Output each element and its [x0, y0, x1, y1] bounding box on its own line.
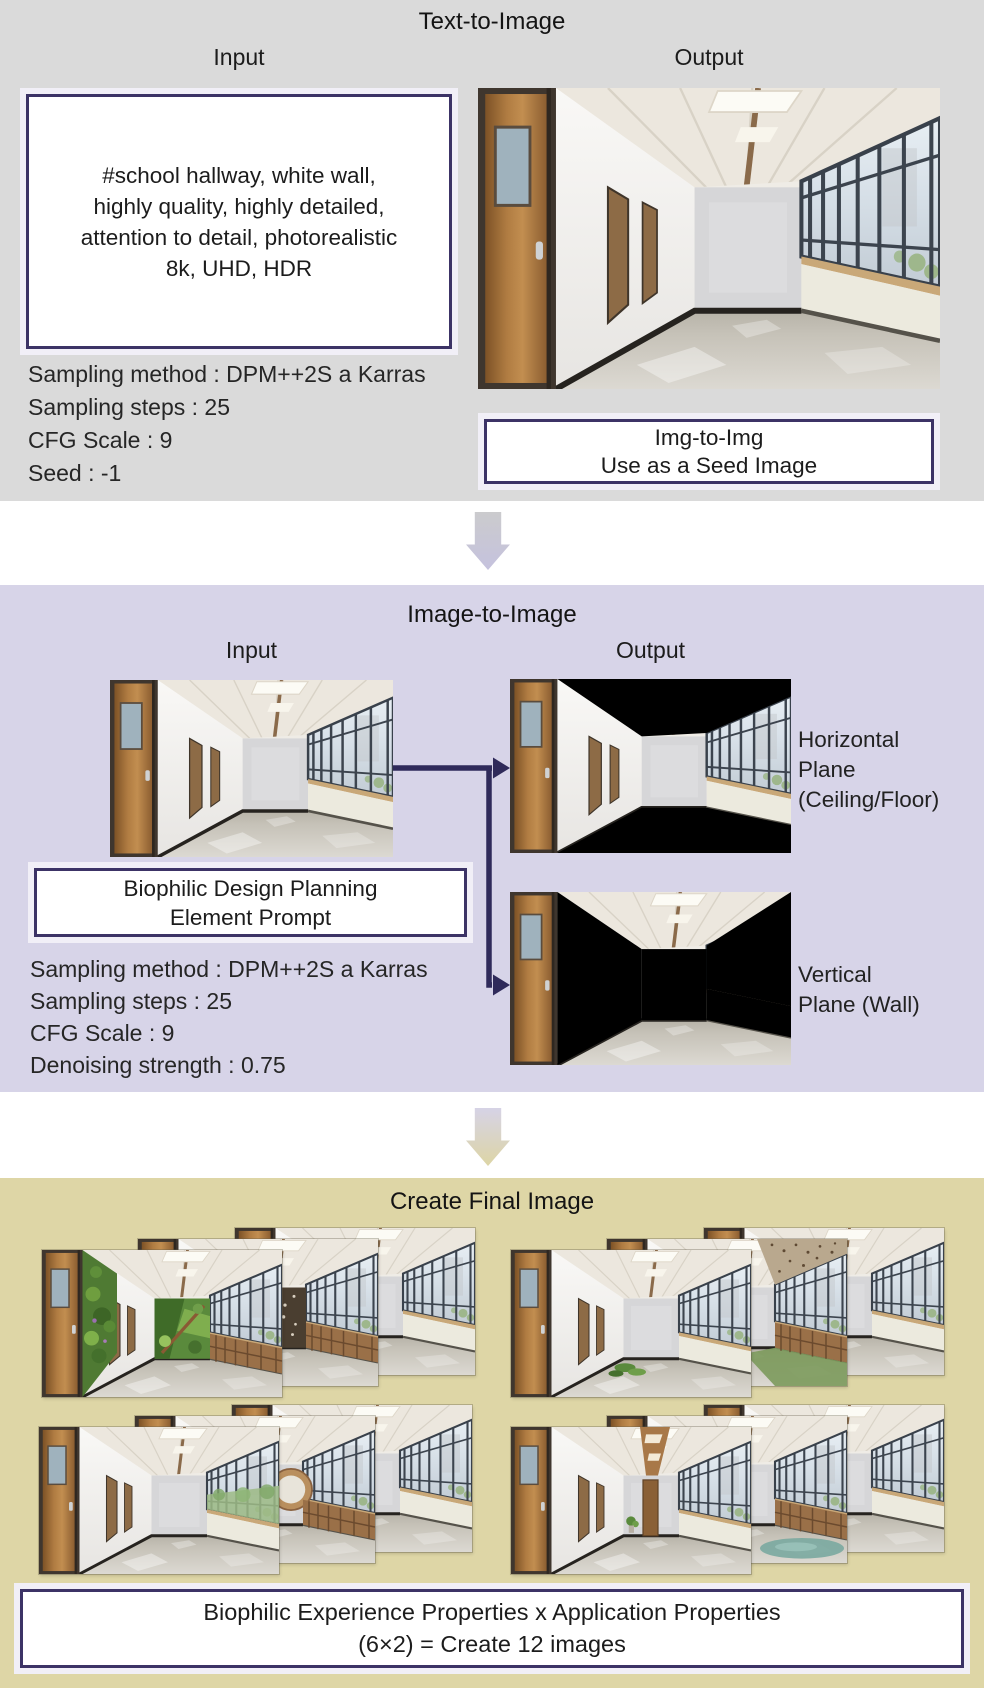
panel3-title: Create Final Image: [389, 1188, 595, 1215]
seed-box-line: Img-to-Img: [654, 424, 764, 450]
final-image: [511, 1250, 751, 1397]
img2img-output-vertical-image: [510, 892, 791, 1065]
prompt-line: highly quality, highly detailed,: [93, 193, 385, 219]
prompt-line: attention to detail, photorealistic: [80, 224, 398, 250]
img2img-input-image: [110, 680, 393, 857]
horizontal-plane-label: Horizontal Plane (Ceiling/Floor): [798, 727, 940, 812]
img2img-output-horizontal-image: [510, 679, 791, 853]
prompt-box: #school hallway, white wall, highly qual…: [20, 88, 458, 355]
bio-box-line: Element Prompt: [169, 904, 332, 930]
param-line: CFG Scale : 9: [30, 1020, 175, 1046]
param-line: Denoising strength : 0.75: [30, 1052, 286, 1078]
final-caption-box: Biophilic Experience Properties x Applic…: [14, 1583, 970, 1674]
panel1-title: Text-to-Image: [418, 8, 566, 35]
seed-box-line: Use as a Seed Image: [600, 452, 818, 478]
panel2-title: Image-to-Image: [407, 601, 577, 628]
param-line: Sampling method : DPM++2S a Karras: [30, 956, 428, 982]
prompt-line: #school hallway, white wall,: [102, 162, 376, 188]
final-image: [42, 1250, 282, 1397]
panel-text-to-image: Text-to-Image Input Output #school hallw…: [0, 0, 984, 501]
param-line: Sampling steps : 25: [28, 394, 231, 420]
prompt-line: 8k, UHD, HDR: [165, 255, 313, 281]
panel1-input-label: Input: [213, 44, 265, 70]
panel-image-to-image: Image-to-Image Input Output Horizontal P…: [0, 585, 984, 1092]
panel2-sampling-params: Sampling method : DPM++2S a Karras Sampl…: [30, 953, 428, 1081]
param-line: Sampling steps : 25: [30, 988, 233, 1014]
final-image: [39, 1427, 279, 1574]
caption-line: (6×2) = Create 12 images: [358, 1630, 626, 1657]
param-line: Sampling method : DPM++2S a Karras: [28, 361, 426, 387]
final-image: [511, 1427, 751, 1574]
text2img-output-image: [478, 88, 940, 389]
final-image-group-4: [511, 1405, 945, 1575]
param-line: Seed : -1: [28, 460, 122, 486]
panel1-sampling-params: Sampling method : DPM++2S a Karras Sampl…: [28, 358, 426, 490]
biophilic-prompt-box: Biophilic Design Planning Element Prompt: [28, 862, 473, 943]
panel1-output-label: Output: [674, 44, 744, 70]
panel-create-final-image: Create Final Image: [0, 1178, 984, 1688]
img2img-seed-box: Img-to-Img Use as a Seed Image: [478, 413, 940, 490]
bio-box-line: Biophilic Design Planning: [123, 875, 378, 901]
vertical-plane-label: Vertical Plane (Wall): [798, 962, 920, 1017]
final-image-group-1: [42, 1228, 476, 1398]
flow-arrow-down-1: [466, 512, 510, 570]
final-image-group-3: [39, 1405, 473, 1575]
panel2-input-label: Input: [225, 637, 278, 663]
flow-arrow-down-2: [466, 1108, 510, 1166]
final-image-group-2: [511, 1228, 945, 1398]
panel2-output-label: Output: [615, 637, 686, 663]
param-line: CFG Scale : 9: [28, 427, 173, 453]
caption-line: Biophilic Experience Properties x Applic…: [203, 1599, 781, 1625]
